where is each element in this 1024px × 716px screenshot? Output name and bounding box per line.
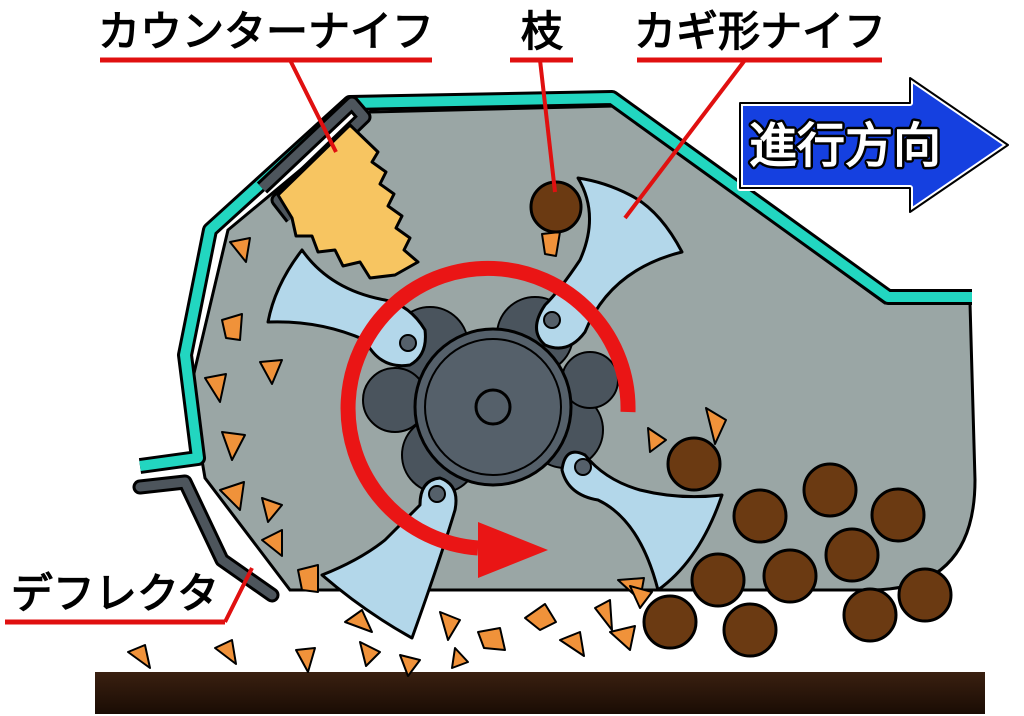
rotor-axle — [474, 388, 512, 426]
label-underlines — [5, 57, 882, 625]
hook-knife-label: カギ形ナイフ — [634, 7, 886, 56]
direction-arrow: 進行方向 — [737, 75, 1011, 215]
counter-knife-label: カウンターナイフ — [98, 7, 434, 56]
hook-knife-bottom-left — [320, 476, 458, 640]
direction-label: 進行方向 — [749, 118, 941, 174]
wood-chips — [127, 231, 727, 677]
deflector-label: デフレクタ — [11, 569, 219, 618]
rotor-ring — [424, 338, 562, 476]
hook-knife-bottom-right — [560, 450, 724, 592]
branch-label: 枝 — [521, 7, 564, 56]
branches — [529, 180, 953, 658]
leader-lines — [223, 58, 747, 623]
rotation-arrow — [340, 260, 636, 578]
ground — [95, 672, 985, 714]
counter-knife-bracket-fill — [258, 98, 369, 221]
counter-knife — [276, 123, 420, 280]
hook-knife-top-left — [266, 248, 427, 368]
blade-pivots — [399, 311, 592, 503]
